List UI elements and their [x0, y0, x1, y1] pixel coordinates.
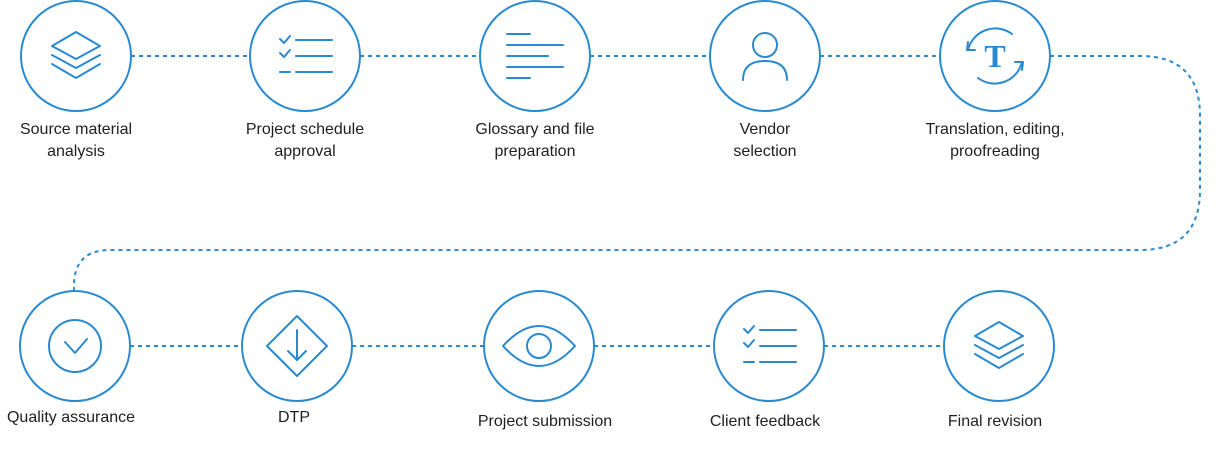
- step-7-label: DTP: [194, 407, 394, 429]
- checklist-icon: [279, 35, 333, 73]
- step-8-circle: [483, 290, 595, 402]
- step-4-label-line-2: selection: [733, 143, 797, 160]
- step-3-label: Glossary and file preparation: [435, 119, 635, 163]
- step-7-circle: [241, 290, 353, 402]
- step-10-label: Final revision: [895, 411, 1095, 433]
- step-4-circle: [709, 0, 821, 112]
- step-6-circle: [19, 290, 131, 402]
- layers-icon: [51, 31, 101, 79]
- step-1-circle: [20, 0, 132, 112]
- step-1-label-line-1: Source material: [19, 121, 133, 138]
- step-3-circle: [479, 0, 591, 112]
- step-2-label-line-2: approval: [274, 143, 336, 160]
- step-5-circle: [939, 0, 1051, 112]
- step-6-label-line-1: Quality assurance: [6, 409, 136, 426]
- person-icon: [742, 32, 788, 81]
- step-5-label-line-1: Translation, editing,: [925, 121, 1065, 138]
- download-diamond-icon: [266, 315, 328, 377]
- connector-5-6-loop: [73, 55, 1201, 292]
- step-8-label-line-1: Project submission: [477, 413, 613, 430]
- checklist-icon: [743, 325, 797, 363]
- step-9-label-line-1: Client feedback: [709, 413, 821, 430]
- document-lines-icon: [506, 33, 564, 79]
- eye-icon: [502, 325, 576, 367]
- connectors: [73, 55, 1201, 347]
- step-3-label-line-2: preparation: [494, 143, 576, 160]
- step-5-label-line-2: proofreading: [950, 143, 1040, 160]
- step-8-label: Project submission: [445, 411, 645, 433]
- step-9-circle: [713, 290, 825, 402]
- step-6-label: Quality assurance: [0, 407, 171, 429]
- step-4-label-line-1: Vendor: [739, 121, 791, 138]
- step-2-circle: [249, 0, 361, 112]
- step-7-label-line-1: DTP: [278, 409, 310, 426]
- step-1-label: Source material analysis: [0, 119, 176, 163]
- step-5-label: Translation, editing, proofreading: [887, 119, 1103, 163]
- layers-icon: [974, 321, 1024, 369]
- text-cycle-icon: T: [966, 27, 1024, 85]
- checkmark-icon: [48, 319, 102, 373]
- step-4-label: Vendor selection: [665, 119, 865, 163]
- step-2-label: Project schedule approval: [205, 119, 405, 163]
- step-2-label-line-1: Project schedule: [245, 121, 365, 138]
- step-3-label-line-1: Glossary and file: [475, 121, 595, 138]
- step-1-label-line-2: analysis: [47, 143, 105, 160]
- step-10-circle: [943, 290, 1055, 402]
- step-10-label-line-1: Final revision: [947, 413, 1043, 430]
- svg-text:T: T: [984, 38, 1005, 74]
- step-9-label: Client feedback: [665, 411, 865, 433]
